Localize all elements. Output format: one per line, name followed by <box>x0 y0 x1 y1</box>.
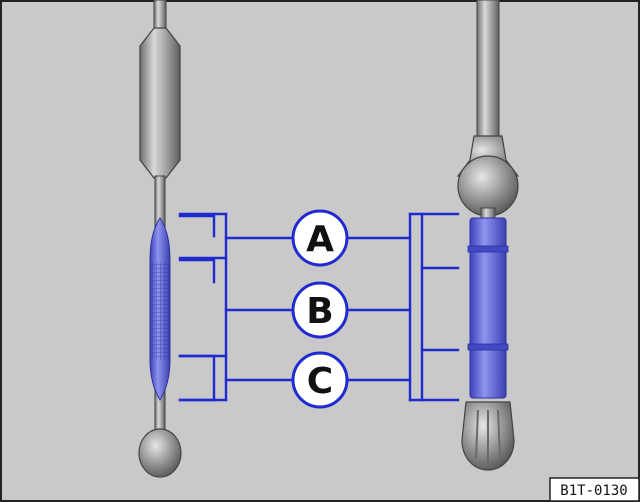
left-rod-top <box>153 0 167 31</box>
right-band-bottom <box>467 343 509 351</box>
left-hatch <box>151 262 169 360</box>
label-c: C <box>291 351 349 409</box>
leader-lines <box>178 212 460 402</box>
figure-code-box <box>549 477 640 502</box>
left-tick-a-top <box>178 214 216 238</box>
left-dipstick <box>138 0 182 478</box>
label-b-circle <box>291 281 349 339</box>
label-b: B <box>291 281 349 339</box>
left-handle <box>139 27 181 179</box>
right-tip-grooves <box>475 409 501 464</box>
right-dipstick <box>456 0 520 471</box>
right-ball <box>457 155 519 217</box>
right-rod-top <box>476 0 500 139</box>
label-a: A <box>291 209 349 267</box>
label-a-circle <box>291 209 349 267</box>
figure-code-text: B1T-0130 <box>560 483 627 499</box>
label-b-text: B <box>306 291 333 332</box>
right-marking-zone <box>469 217 507 399</box>
label-c-circle <box>291 351 349 409</box>
figure-code: B1T-0130 <box>549 477 640 502</box>
left-tick-a-bottom <box>178 258 216 284</box>
right-band-top <box>467 245 509 253</box>
label-c-text: C <box>307 361 333 402</box>
label-a-text: A <box>306 219 334 260</box>
left-end-bulb <box>138 428 182 478</box>
